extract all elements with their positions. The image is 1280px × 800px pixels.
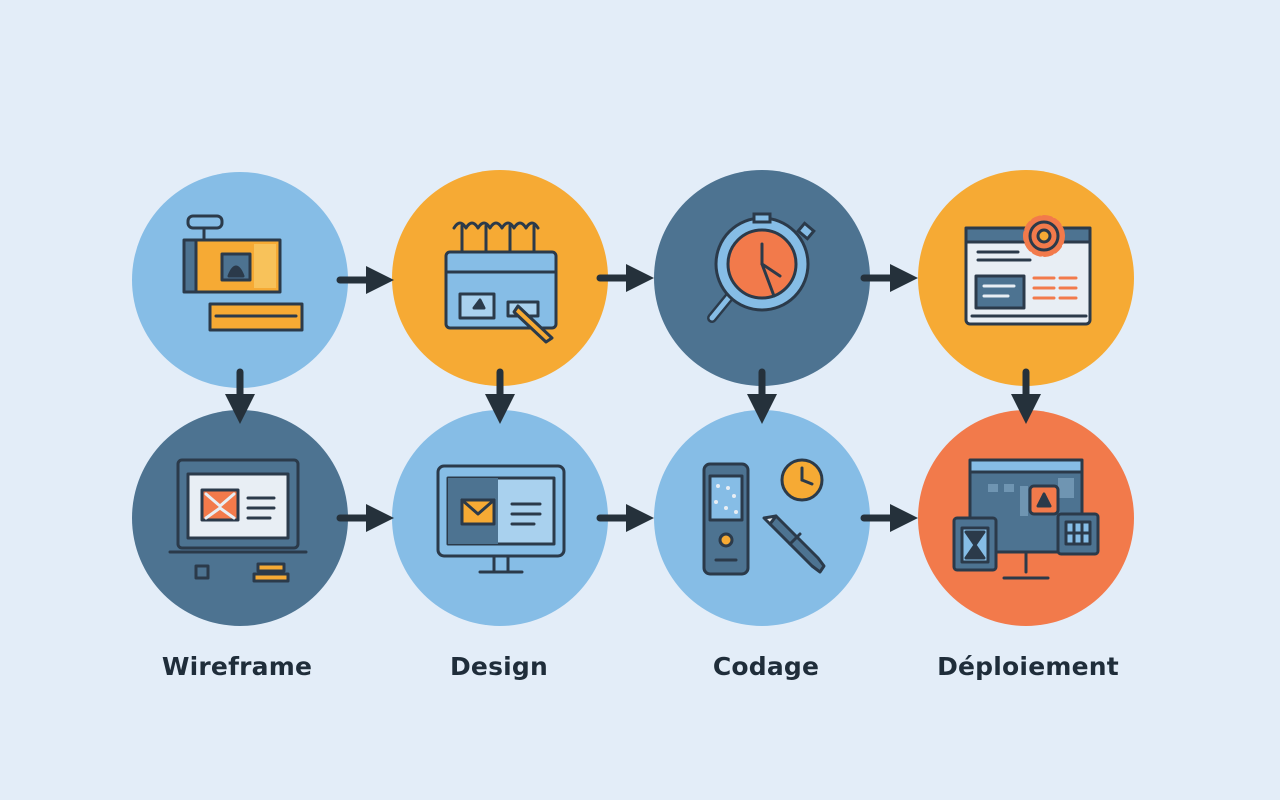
stage-label-wireframe: Wireframe [161,652,313,681]
phone-clock-pen-icon [702,458,826,576]
arrowhead-v-1 [225,394,255,424]
arrowhead-h-bot-1 [366,504,394,532]
monitor-layout-icon [436,464,566,574]
arrowhead-h-bot-3 [890,504,918,532]
arrowhead-h-top-3 [890,264,918,292]
design-window-icon [444,221,558,344]
magnifier-clock-icon [707,212,816,323]
multi-device-icon [952,458,1100,580]
arrowhead-v-3 [747,394,777,424]
wireframe-sketch-icon [182,214,304,332]
laptop-layout-icon [168,458,308,583]
browser-gear-icon [964,215,1092,326]
node-codage-bottom [654,410,870,626]
arrowhead-h-top-1 [366,266,394,294]
stage-label-design: Design [449,652,549,681]
arrowhead-v-4 [1011,394,1041,424]
arrowhead-h-bot-2 [626,504,654,532]
stage-label-codage: Codage [712,652,820,681]
arrowhead-v-2 [485,394,515,424]
stage-label-deploiement: Déploiement [937,652,1119,681]
arrowhead-h-top-2 [626,264,654,292]
